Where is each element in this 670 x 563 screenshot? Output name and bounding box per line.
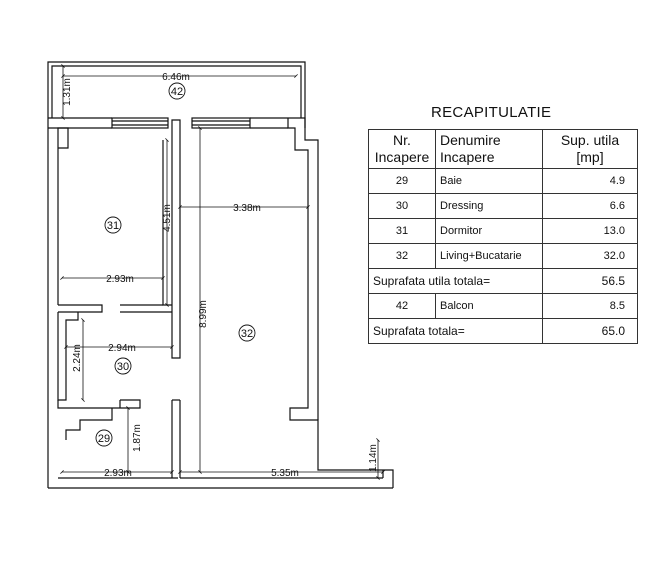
table-row: 29 Baie 4.9 (368, 168, 638, 194)
room-number-living: 32 (241, 328, 253, 340)
dim-bath-height: 1.87m (132, 424, 143, 452)
room-number-balcony: 42 (171, 86, 183, 98)
dimension-lines (60, 64, 385, 480)
dim-balcony-width: 6.46m (162, 72, 190, 83)
dim-dressing-height: 2.24m (72, 344, 83, 372)
header-nr: Nr. Incapere (368, 129, 436, 169)
table-row: 32 Living+Bucatarie 32.0 (368, 243, 638, 269)
interior-walls (57, 119, 181, 478)
cell-name: Dormitor (435, 218, 543, 244)
header-name: Denumire Incapere (435, 129, 543, 169)
table-row: 30 Dressing 6.6 (368, 193, 638, 219)
grand-total-value: 65.0 (542, 318, 638, 344)
cell-name: Baie (435, 168, 543, 194)
header-area: Sup. utila [mp] (542, 129, 638, 169)
grand-total-label: Suprafata totala= (368, 318, 543, 344)
room-number-dressing: 30 (117, 361, 129, 373)
dim-living-width: 3.38m (233, 203, 261, 214)
recap-title: RECAPITULATIE (431, 104, 552, 121)
room-labels (95, 82, 256, 447)
room-number-bath: 29 (98, 433, 110, 445)
cell-nr: 29 (368, 168, 436, 194)
dim-dressing-width: 2.94m (108, 343, 136, 354)
table-row: 31 Dormitor 13.0 (368, 218, 638, 244)
room-marker-29 (95, 429, 113, 447)
usable-total-label: Suprafata utila totala= (368, 268, 543, 294)
cell-nr: 32 (368, 243, 436, 269)
cell-name: Balcon (435, 293, 543, 319)
dim-living-height: 8.99m (198, 300, 209, 328)
table-row: 42 Balcon 8.5 (368, 293, 638, 319)
cell-nr: 31 (368, 218, 436, 244)
dim-bath-width: 2.93m (104, 468, 132, 479)
balcony-outline (47, 61, 306, 118)
room-marker-30 (114, 357, 132, 375)
cell-area: 8.5 (542, 293, 638, 319)
cell-name: Living+Bucatarie (435, 243, 543, 269)
grand-total-row: Suprafata totala= 65.0 (368, 318, 638, 344)
dimension-labels: 6.46m 1.31m 3.38m 4.51m 2.93m 2.94m 2.24… (62, 72, 379, 479)
recap-table: Nr. Incapere Denumire Incapere Sup. util… (368, 129, 638, 344)
dim-bedroom-width: 2.93m (106, 274, 134, 285)
room-marker-32 (238, 324, 256, 342)
cell-area: 32.0 (542, 243, 638, 269)
cell-area: 4.9 (542, 168, 638, 194)
room-marker-42 (168, 82, 186, 100)
dim-bedroom-height: 4.51m (162, 204, 173, 232)
room-number-bedroom: 31 (107, 220, 119, 232)
recap-header-row: Nr. Incapere Denumire Incapere Sup. util… (368, 129, 638, 169)
usable-total-value: 56.5 (542, 268, 638, 294)
cell-nr: 30 (368, 193, 436, 219)
dim-step-height: 1.14m (368, 444, 379, 472)
dim-bottom-width: 5.35m (271, 468, 299, 479)
dim-balcony-depth: 1.31m (62, 78, 73, 106)
usable-total-row: Suprafata utila totala= 56.5 (368, 268, 638, 294)
cell-area: 13.0 (542, 218, 638, 244)
room-marker-31 (104, 216, 122, 234)
exterior-walls (47, 117, 394, 489)
cell-nr: 42 (368, 293, 436, 319)
cell-area: 6.6 (542, 193, 638, 219)
cell-name: Dressing (435, 193, 543, 219)
